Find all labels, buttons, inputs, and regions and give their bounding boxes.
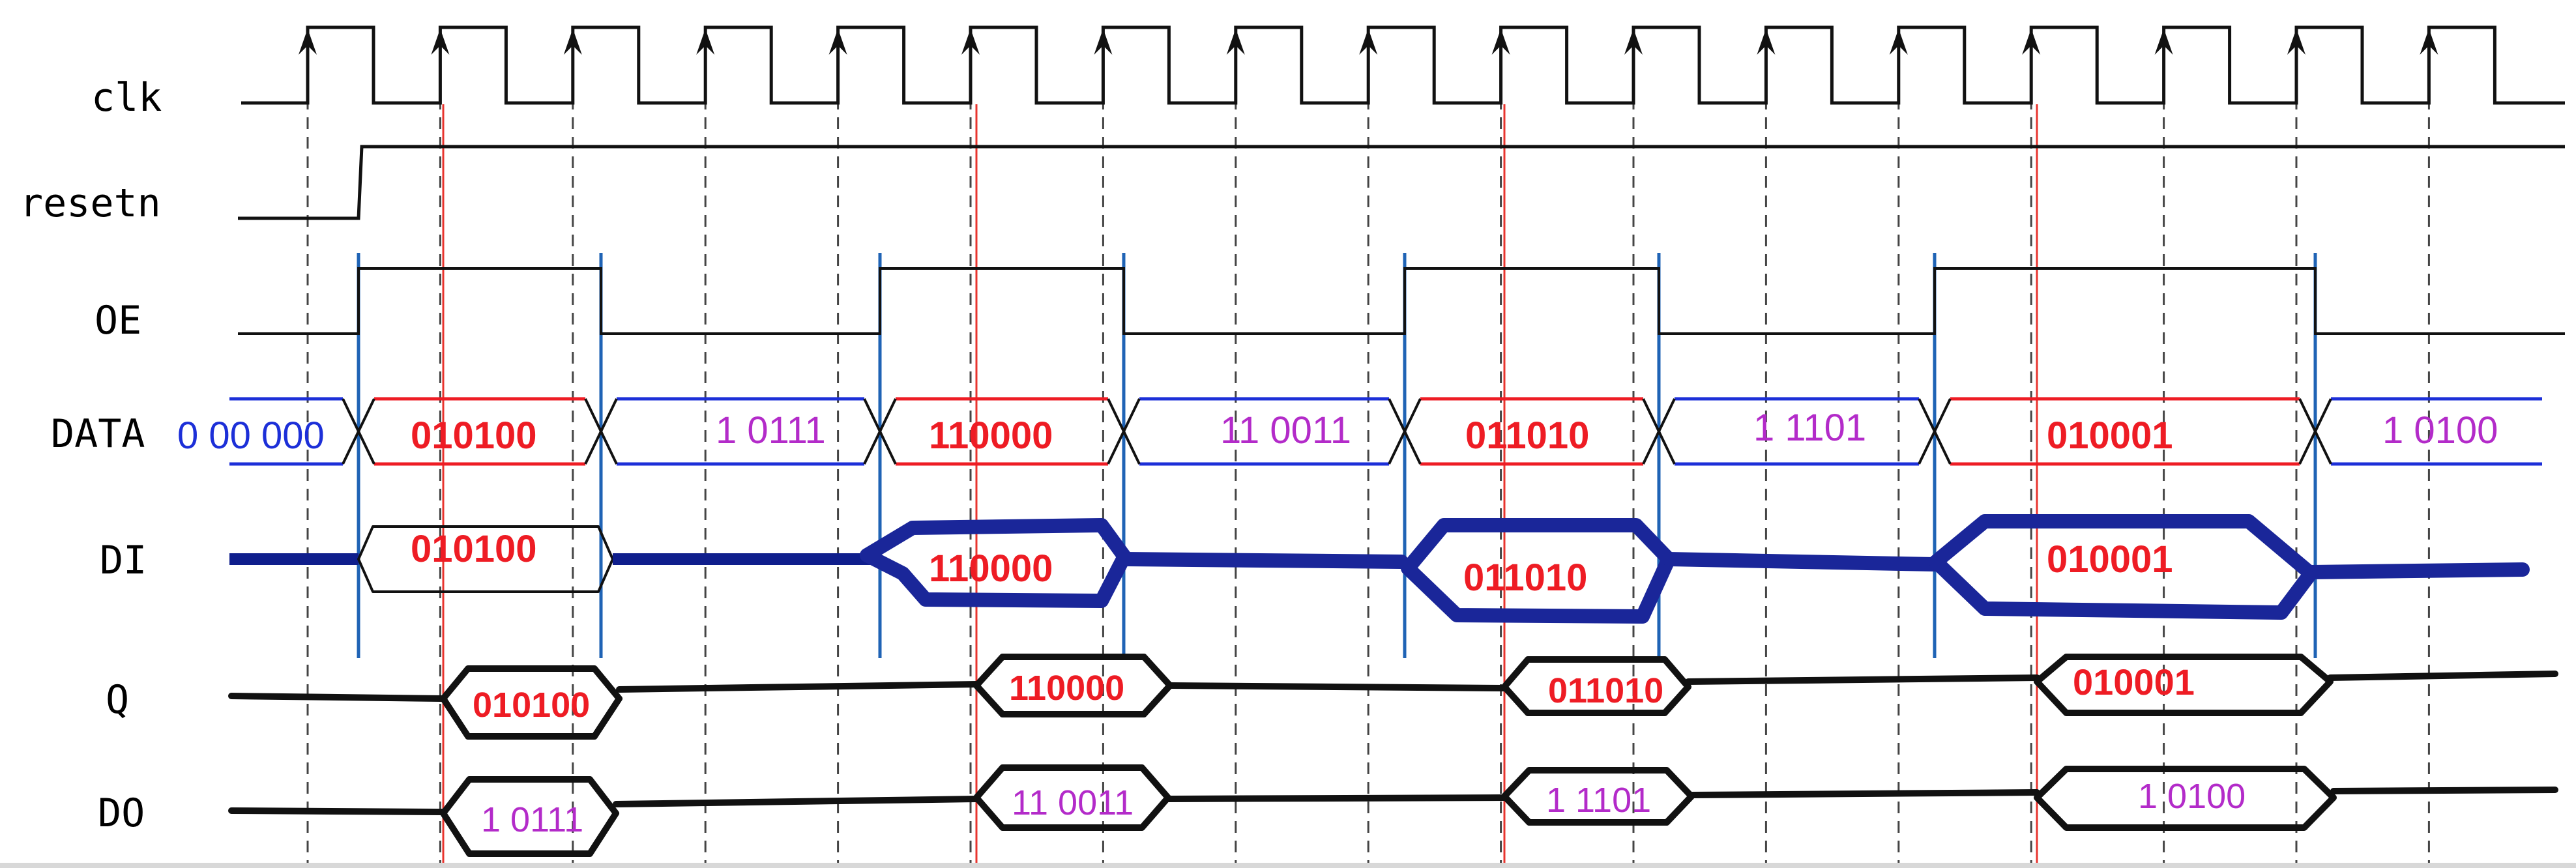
data-bus-transition — [1388, 398, 1422, 465]
do-idle-line — [1688, 789, 2040, 798]
resetn-trace — [238, 145, 2565, 220]
q-bus-segment — [2034, 654, 2334, 716]
di-hiz-line — [2304, 562, 2530, 579]
oe-window-dividers — [357, 253, 2317, 658]
data-bus-transition — [863, 398, 897, 465]
data-segment-label: 010001 — [2047, 414, 2173, 457]
signal-label-oe: OE — [95, 298, 141, 343]
do-bus-segment — [2034, 766, 2337, 831]
do-segment-label: 11 0011 — [1012, 783, 1134, 822]
data-segment-label: 11 0011 — [1220, 409, 1351, 452]
di-segment-label: 011010 — [1463, 557, 1587, 599]
data-bus-transition — [2298, 398, 2332, 465]
signal-label-q: Q — [106, 677, 129, 723]
data-bus-transition — [1107, 398, 1141, 465]
data-bus-transition — [1642, 398, 1676, 465]
oe-waveform — [238, 267, 2565, 335]
q-segment-label: 010100 — [473, 686, 590, 725]
di-bus-waveform — [229, 514, 2530, 624]
do-segment-label: 1 0111 — [481, 800, 583, 839]
do-bus-waveform — [228, 764, 2558, 857]
signal-label-do: DO — [98, 790, 145, 836]
data-segment-label: 1 1101 — [1753, 407, 1866, 449]
q-segment-label: 010001 — [2073, 661, 2195, 702]
data-bus-rail — [2526, 397, 2542, 466]
q-bus-waveform — [228, 654, 2558, 740]
q-bus-segment — [1501, 656, 1691, 716]
q-idle-line — [616, 681, 980, 693]
data-bus-transition — [1918, 398, 1952, 465]
di-segment-label: 110000 — [929, 547, 1053, 590]
signal-label-resetn: resetn — [20, 181, 161, 226]
do-bus-segment — [440, 776, 619, 857]
clock-edge-grid — [306, 39, 2430, 868]
q-bus-segment — [440, 665, 622, 740]
q-idle-line — [228, 693, 446, 702]
q-idle-line — [2327, 671, 2558, 681]
oe-trace — [238, 267, 2565, 335]
data-segment-label: 1 0100 — [2382, 409, 2498, 452]
data-bus-waveform — [229, 397, 2542, 466]
di-bus-segment — [860, 518, 1132, 608]
q-idle-line — [1167, 682, 1508, 691]
data-segment-label: 110000 — [929, 414, 1053, 457]
red-reference-lines — [442, 104, 2038, 868]
data-initial-label: 0 00 000 — [177, 414, 325, 457]
di-segment-label: 010100 — [411, 528, 537, 570]
do-idle-line — [228, 807, 446, 815]
clk-trace — [241, 25, 2565, 105]
do-idle-line — [2330, 787, 2558, 794]
di-hiz-line — [1117, 552, 1409, 569]
q-idle-line — [1685, 674, 2040, 685]
do-idle-line — [613, 796, 980, 807]
do-segment-label: 1 1101 — [1546, 781, 1651, 820]
do-idle-line — [1165, 794, 1508, 802]
data-segment-label: 1 0111 — [716, 409, 826, 452]
do-segment-label: 1 0100 — [2138, 777, 2246, 816]
data-segment-label: 010100 — [411, 414, 537, 457]
data-segment-label: 011010 — [1465, 414, 1589, 457]
di-segment-label: 010001 — [2047, 538, 2173, 581]
data-bus-transition — [584, 398, 618, 465]
di-hiz-line — [1661, 552, 1942, 571]
signal-label-clk: clk — [91, 75, 162, 121]
data-bus-transition — [342, 398, 375, 465]
signal-label-di: DI — [100, 538, 147, 583]
q-segment-label: 011010 — [1548, 671, 1663, 710]
q-segment-label: 110000 — [1009, 669, 1124, 708]
signal-label-data: DATA — [51, 411, 145, 457]
resetn-waveform — [238, 145, 2565, 220]
clk-waveform — [241, 25, 2565, 105]
bottom-border — [0, 863, 2576, 868]
